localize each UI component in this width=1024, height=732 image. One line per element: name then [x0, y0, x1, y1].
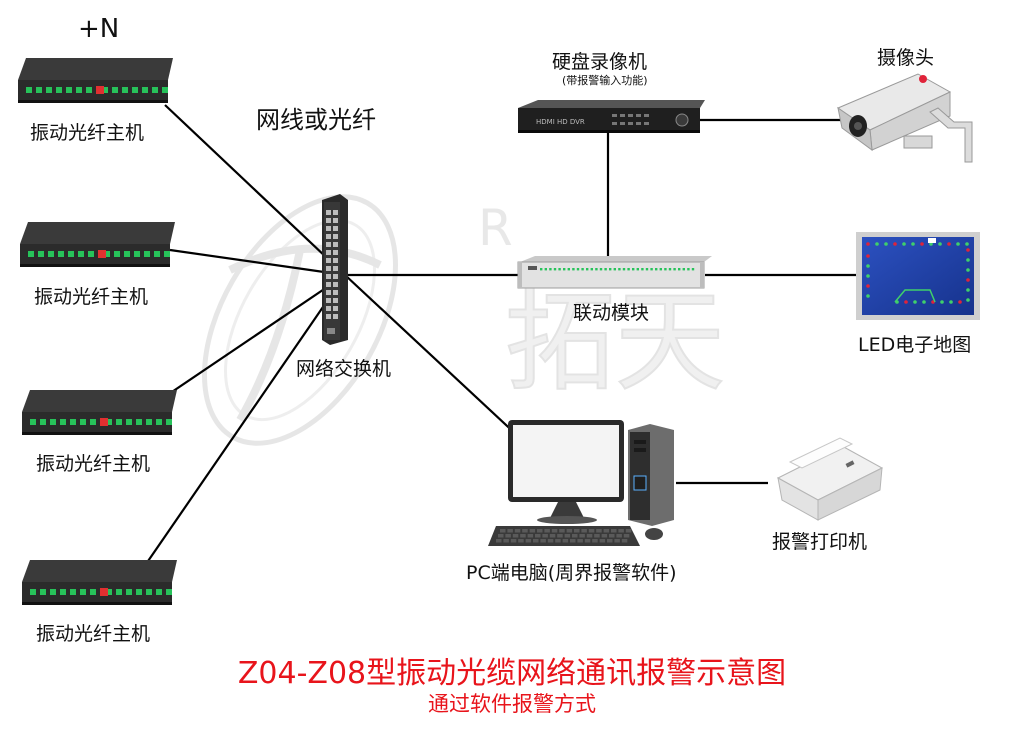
led-map-device[interactable]	[856, 232, 980, 320]
dvr-jog-dial-icon	[675, 113, 689, 127]
linkage-module-device[interactable]	[517, 256, 712, 289]
watermark-registered-mark: R	[478, 199, 513, 257]
line-host4-switch	[134, 274, 346, 581]
line-switch-pc	[344, 274, 521, 439]
vibration-host-label-2: 振动光纤主机	[34, 286, 149, 308]
pc-device[interactable]	[488, 420, 674, 546]
connection-lines	[134, 104, 858, 581]
network-switch-device[interactable]	[322, 194, 348, 345]
diagram-subtitle: 通过软件报警方式	[428, 692, 596, 716]
switch-label: 网络交换机	[296, 358, 392, 380]
watermark-brand: 拓天	[505, 278, 725, 406]
vibration-host-device[interactable]	[22, 560, 177, 605]
vibration-host-group	[18, 58, 177, 605]
dvr-sublabel: (带报警输入功能)	[562, 74, 648, 87]
led-map-label: LED电子地图	[858, 334, 972, 356]
linkage-module-label: 联动模块	[573, 302, 650, 324]
camera-device[interactable]	[836, 73, 973, 163]
vibration-host-device[interactable]	[18, 58, 173, 103]
pc-mouse	[645, 528, 663, 540]
dvr-panel-text: HDMI HD DVR	[536, 118, 585, 126]
pc-keyboard-keys	[496, 529, 632, 543]
switch-port-column	[326, 210, 338, 334]
diagram-title: Z04-Z08型振动光缆网络通讯报警示意图	[237, 656, 787, 691]
line-host3-switch	[159, 274, 346, 401]
printer-device[interactable]	[776, 437, 884, 521]
pc-screen	[513, 425, 619, 497]
led-map-zone-dots	[866, 242, 970, 304]
linkage-led-row	[528, 266, 695, 271]
printer-label: 报警打印机	[772, 531, 868, 553]
cable-label: 网线或光纤	[256, 106, 376, 134]
line-host1-switch	[164, 104, 346, 276]
camera-label: 摄像头	[877, 47, 935, 69]
vibration-host-label-3: 振动光纤主机	[36, 453, 151, 475]
dvr-device[interactable]: HDMI HD DVR	[518, 100, 705, 133]
line-host2-switch	[169, 248, 346, 277]
vibration-host-label-1: 振动光纤主机	[30, 122, 145, 144]
dvr-label: 硬盘录像机	[552, 51, 648, 73]
watermark: R 拓天	[202, 194, 726, 446]
host-count-label: +N	[78, 14, 120, 44]
vibration-host-device[interactable]	[20, 222, 175, 267]
vibration-host-label-4: 振动光纤主机	[36, 623, 151, 645]
vibration-host-device[interactable]	[22, 390, 177, 435]
pc-label: PC端电脑(周界报警软件)	[466, 562, 677, 584]
